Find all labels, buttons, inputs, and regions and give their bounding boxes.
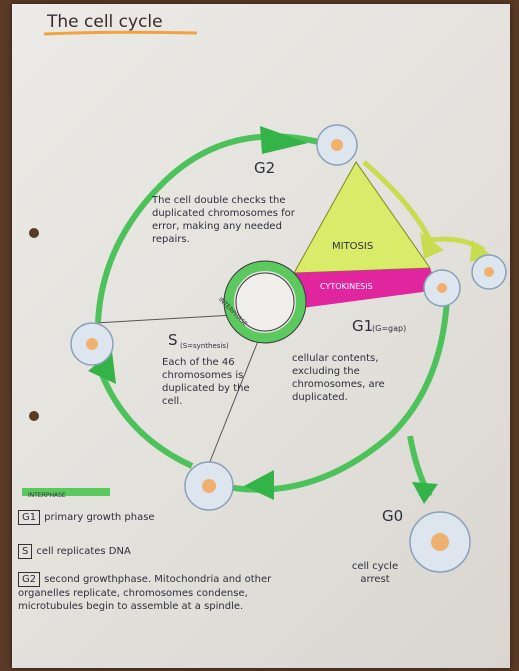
title-underline <box>43 30 198 36</box>
interphase-ring <box>224 261 306 343</box>
cell-cycle-diagram <box>22 30 507 573</box>
arrowhead-g0 <box>412 482 438 504</box>
mitosis-label: MITOSIS <box>332 241 374 252</box>
legend-s-key: S <box>18 544 33 559</box>
legend-g2-key: G2 <box>18 572 41 587</box>
g1-note: (G=gap) <box>372 324 407 333</box>
notebook-page: The cell cycle <box>12 4 510 668</box>
spoke-bottom <box>208 340 259 465</box>
arrowhead-bottom <box>244 470 274 500</box>
arc-left-bottom <box>95 363 194 469</box>
legend-g1-key: G1 <box>18 510 41 525</box>
legend-g2-text: second growthphase. Mitochondria and oth… <box>18 574 272 612</box>
page-title: The cell cycle <box>47 12 163 32</box>
cell-g0 <box>409 511 471 573</box>
g2-description: The cell double checks the duplicated ch… <box>152 195 295 245</box>
g1-description: cellular contents, excluding the chromos… <box>292 353 385 403</box>
binder-hole <box>29 411 39 421</box>
s-description: Each of the 46 chromosomes is duplicated… <box>162 357 250 407</box>
arc-top <box>159 133 338 187</box>
spoke-left <box>94 314 235 324</box>
legend-bar <box>22 488 110 496</box>
s-note: (S=synthesis) <box>180 342 229 350</box>
cytokinesis-label: CYTOKINESIS <box>320 282 373 291</box>
cytokinesis-band <box>294 268 438 308</box>
legend-header: INTERPHASE <box>28 492 66 499</box>
cell-daughter-1 <box>423 269 461 307</box>
cell-daughter-2 <box>471 254 507 290</box>
g0-label: G0 <box>382 507 404 525</box>
legend-s-text: cell replicates DNA <box>36 546 131 557</box>
legend-g1-text: primary growth phase <box>44 512 155 523</box>
arrowhead-top <box>260 126 308 154</box>
g2-label: G2 <box>254 159 276 177</box>
g1-label: G1 <box>352 317 374 335</box>
arrowhead-left <box>88 351 116 384</box>
cell-top <box>316 124 358 166</box>
arc-left-top <box>95 181 165 323</box>
mitosis-wedge <box>293 161 431 274</box>
cell-bottom <box>184 461 234 511</box>
g0-description: cell cycle arrest <box>351 561 399 585</box>
s-label: S <box>168 331 178 349</box>
binder-hole <box>29 228 39 238</box>
arc-bottom-right <box>221 298 450 493</box>
cell-left <box>70 322 114 366</box>
